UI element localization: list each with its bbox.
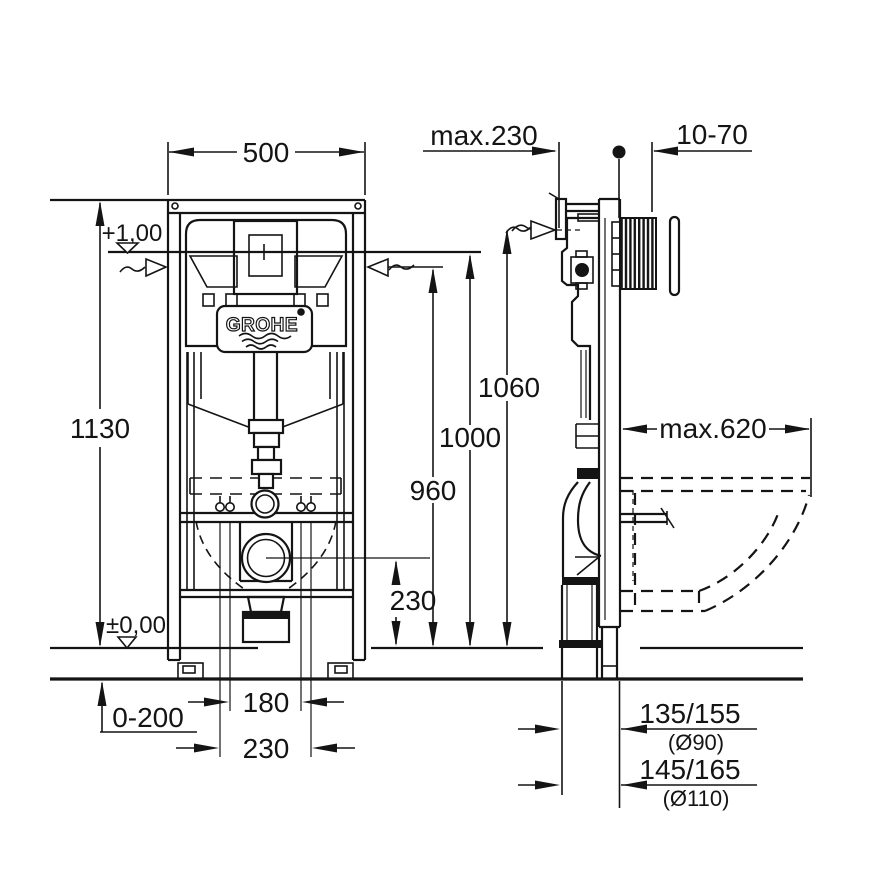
svg-text:960: 960 (410, 475, 457, 506)
dimension-bowl-clearance-max620: max.620 (622, 413, 812, 497)
svg-text:500: 500 (243, 137, 290, 168)
svg-text:1000: 1000 (439, 422, 501, 453)
front-view-frame (50, 198, 367, 662)
svg-text:230: 230 (390, 585, 437, 616)
flush-plate-disc (668, 215, 681, 297)
wall-hung-toilet-outline (621, 476, 811, 613)
svg-text:0-200: 0-200 (112, 702, 184, 733)
grohe-logo-plate: GROHE (215, 304, 314, 354)
dimension-height-1000: 1000 (439, 254, 501, 647)
svg-text:135/155: 135/155 (639, 698, 740, 729)
svg-text:(Ø90): (Ø90) (668, 730, 724, 755)
dimension-height-1130: 1130 (70, 201, 130, 647)
svg-text:230: 230 (243, 733, 290, 764)
dimension-plate-range-10-70: 10-70 (612, 119, 752, 218)
upper-level-marker: +1,00 (102, 220, 162, 255)
drain-outlet (241, 595, 291, 644)
reference-dot (612, 145, 626, 159)
dimension-outlet-offset-90: 135/155 (Ø90) (518, 681, 757, 808)
toilet-fixing-template-dashed (189, 477, 342, 495)
svg-text:(Ø110): (Ø110) (663, 786, 730, 811)
flush-pipe-column (247, 352, 285, 490)
svg-text:±0,00: ±0,00 (106, 612, 166, 639)
svg-text:max.620: max.620 (659, 413, 766, 444)
dimension-height-960: 960 (410, 268, 457, 647)
dimension-spacing-230: 230 (176, 733, 355, 764)
dimension-width-500: 500 (167, 137, 366, 195)
registered-trademark-icon (297, 308, 305, 316)
dimension-outlet-offset-110: 145/165 (Ø110) (518, 754, 757, 811)
dimension-spacing-180: 180 (188, 687, 344, 718)
dimension-foot-adjust-0-200: 0-200 (97, 681, 197, 733)
svg-text:max.230: max.230 (430, 120, 537, 151)
dimension-outlet-height-230: 230 (266, 557, 437, 646)
wall-break-arrow-right (365, 257, 443, 278)
svg-text:145/165: 145/165 (639, 754, 740, 785)
svg-text:1130: 1130 (70, 413, 130, 444)
toilet-mounting-rod (621, 490, 675, 581)
wall-break-arrow-left (119, 257, 169, 278)
dimension-height-1060: 1060 (478, 224, 541, 647)
logo-waves-icon (238, 332, 292, 350)
grohe-logo-text: GROHE (226, 315, 298, 336)
flush-actuator-shaft (611, 217, 657, 290)
svg-text:180: 180 (243, 687, 290, 718)
svg-text:1060: 1060 (478, 372, 540, 403)
zero-level-marker: ±0,00 (106, 612, 166, 650)
svg-text:10-70: 10-70 (676, 119, 748, 150)
dimension-frame-depth-max230: max.230 (423, 120, 560, 228)
flush-pipe-connector-circle (250, 489, 280, 519)
wall-break-arrow-side (505, 219, 580, 241)
side-view-flush-bend-and-drain (559, 423, 603, 678)
side-view-cistern (560, 216, 599, 420)
